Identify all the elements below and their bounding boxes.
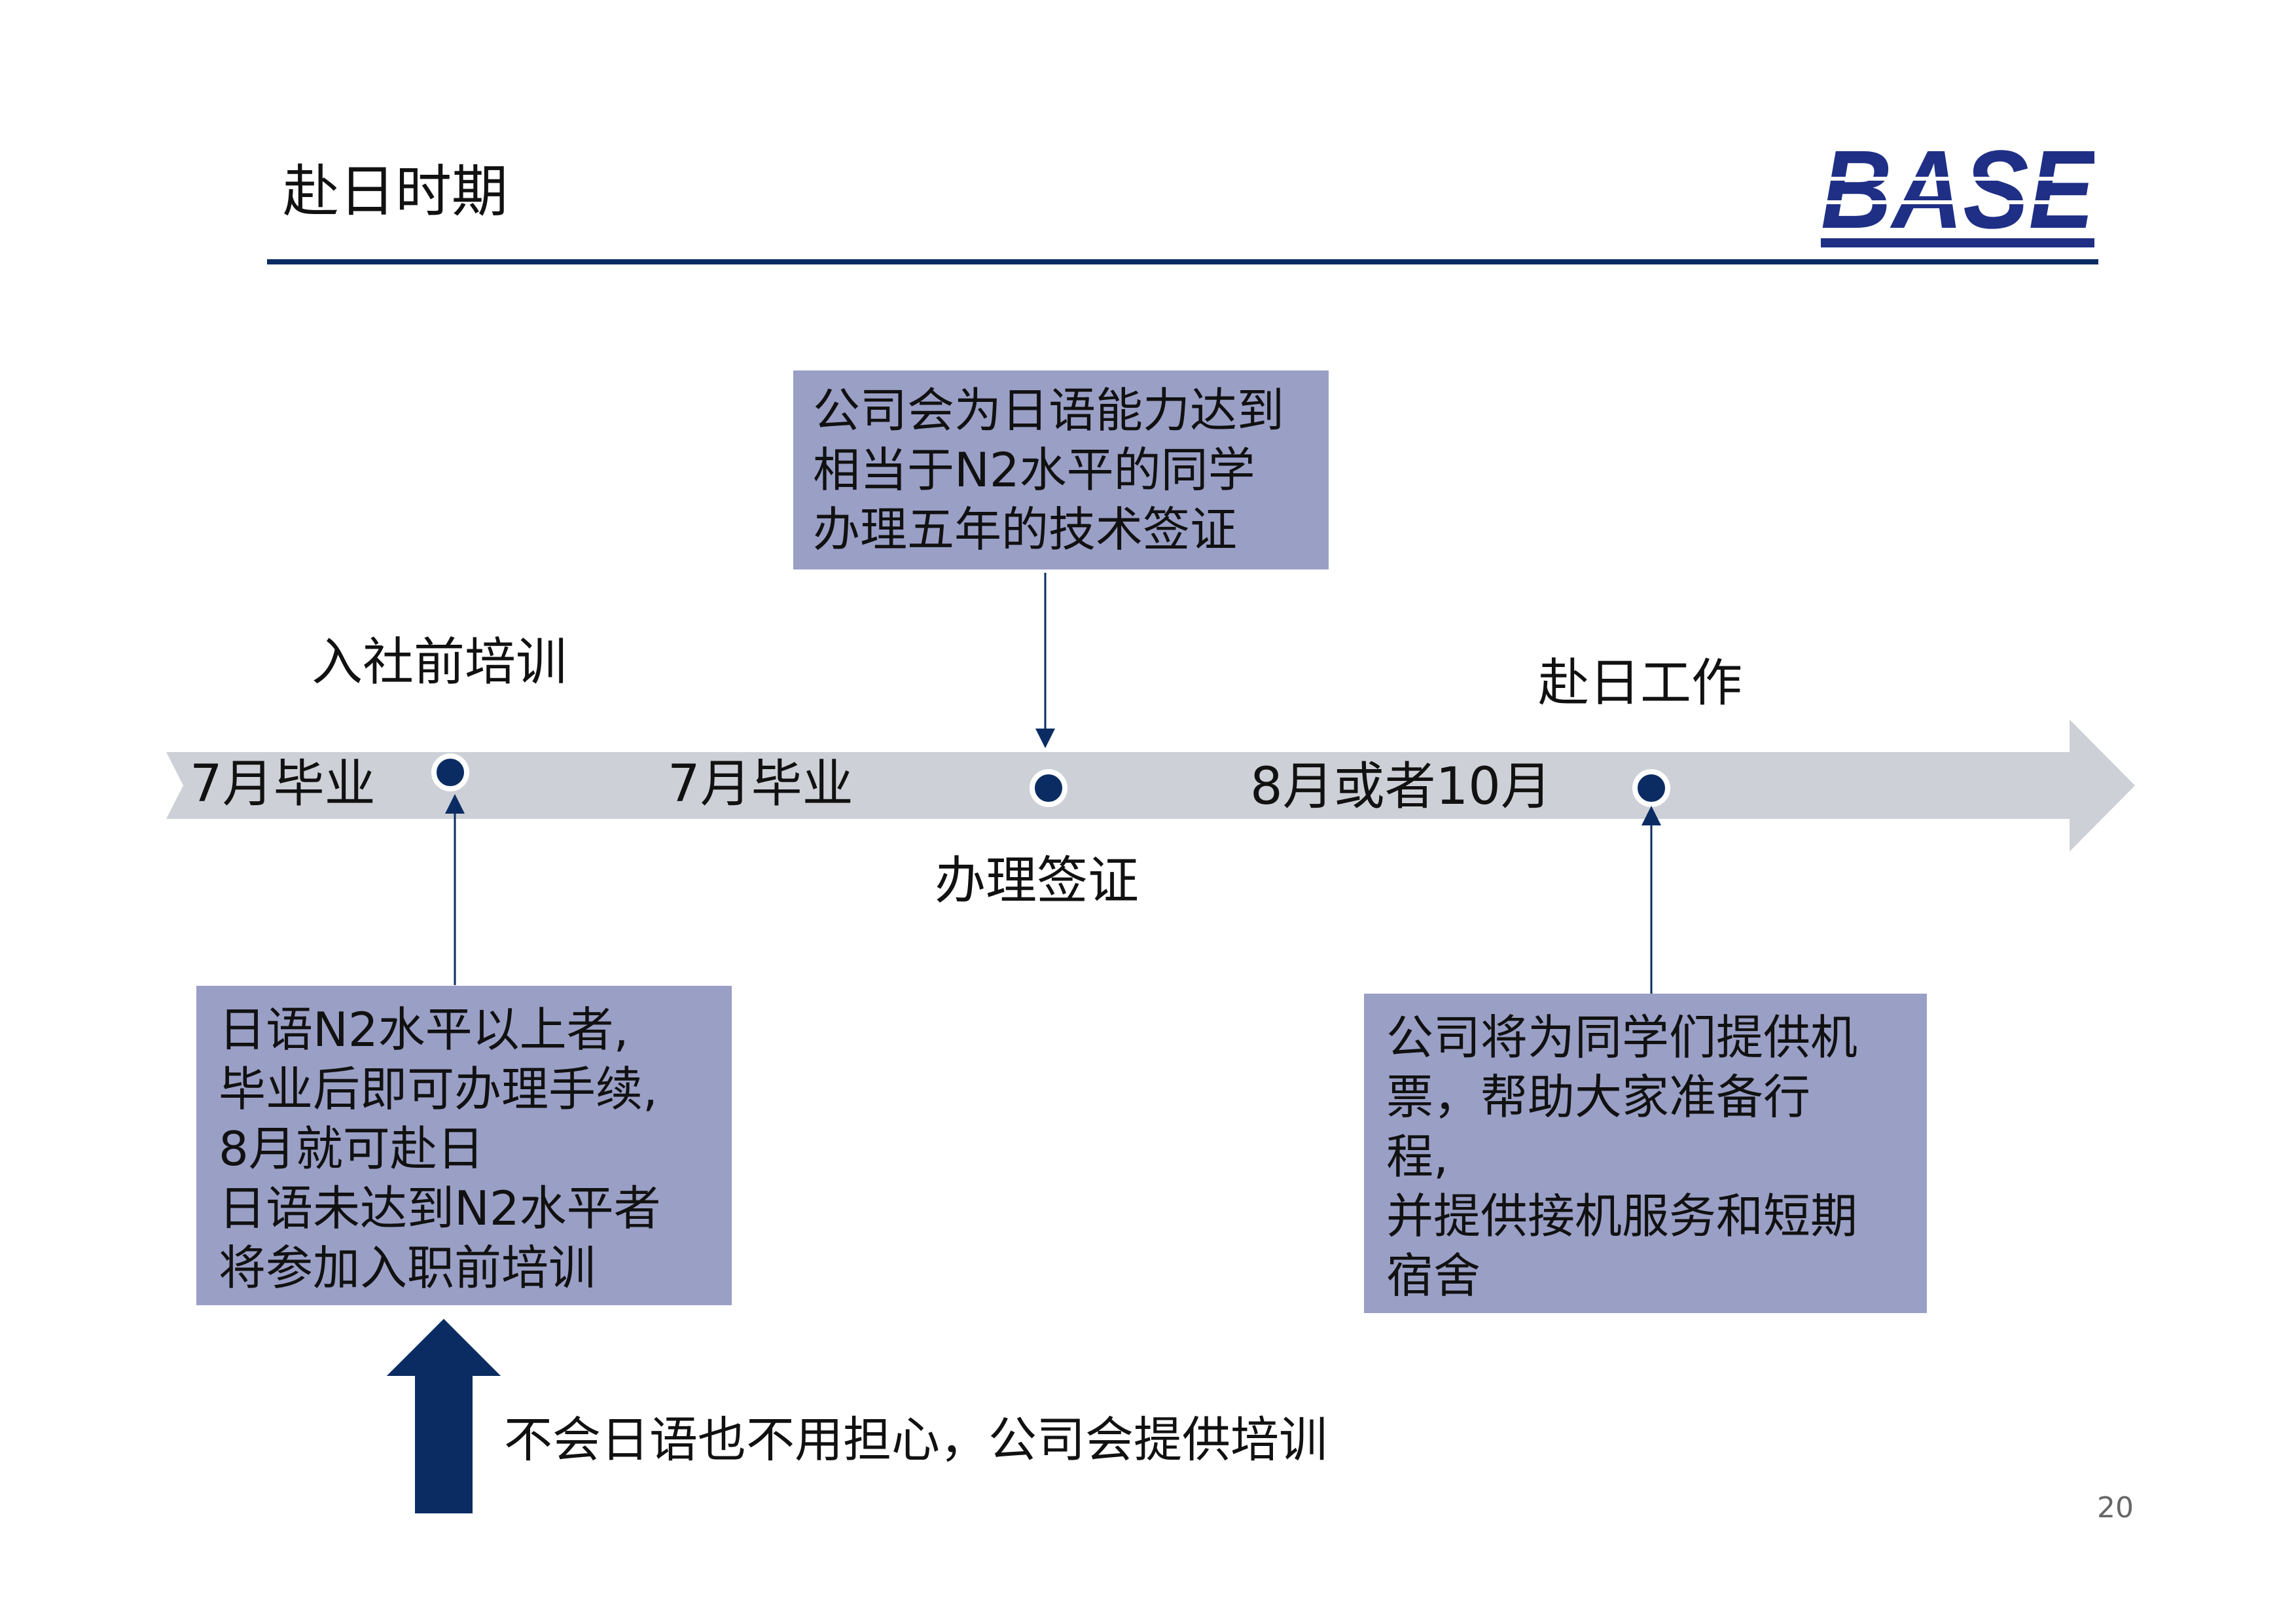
page-number: 20 <box>2097 1491 2134 1525</box>
header-divider <box>267 259 2098 264</box>
n2-info-box: 日语N2水平以上者, 毕业后即可办理手续, 8月就可赴日 日语未达到N2水平者 … <box>196 986 732 1305</box>
training-note: 不会日语也不用担心，公司会提供培训 <box>504 1412 1327 1468</box>
date-label-graduation-1: 7月毕业 <box>190 755 376 814</box>
up-arrow-icon <box>380 1315 507 1516</box>
milestone-dot-visa <box>1030 769 1067 807</box>
milestone-dot-work <box>1632 769 1670 807</box>
stage-label-visa: 办理签证 <box>935 852 1139 911</box>
logo-stripe-1 <box>1821 177 2094 181</box>
stage-label-training: 入社前培训 <box>312 633 567 692</box>
flight-info-box: 公司将为同学们提供机 票，帮助大家准备行 程, 并提供接机服务和短期 宿舍 <box>1364 994 1927 1313</box>
stage-label-work: 赴日工作 <box>1538 654 1743 713</box>
date-label-departure: 8月或者10月 <box>1250 757 1552 816</box>
logo-wordmark: BASE <box>1821 137 2094 252</box>
logo-underline <box>1821 238 2094 247</box>
visa-info-box: 公司会为日语能力达到 相当于N2水平的同学 办理五年的技术签证 <box>793 370 1329 569</box>
base-logo: BASE <box>1821 137 2094 252</box>
date-label-graduation-2: 7月毕业 <box>668 755 853 814</box>
milestone-dot-training <box>431 753 469 791</box>
logo-stripe-2 <box>1821 200 2094 204</box>
slide-title: 赴日时期 <box>283 159 508 225</box>
